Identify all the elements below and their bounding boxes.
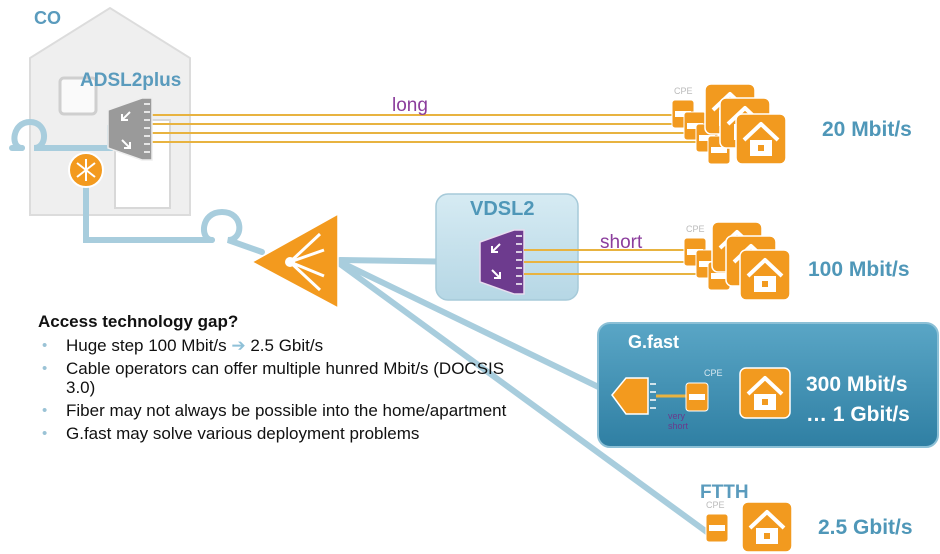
cpe-label: CPE xyxy=(704,368,723,378)
house-icon xyxy=(738,248,792,302)
house-icon xyxy=(738,366,792,420)
notes-title: Access technology gap? xyxy=(38,312,239,331)
very-short-label: very short xyxy=(668,411,688,431)
adsl2plus-label: ADSL2plus xyxy=(80,70,182,91)
long-label: long xyxy=(392,95,428,116)
vdsl-speed: 100 Mbit/s xyxy=(808,258,910,281)
adsl-speed: 20 Mbit/s xyxy=(822,118,912,141)
short-label: short xyxy=(600,232,643,253)
house-icon xyxy=(740,500,794,554)
cpe-label: CPE xyxy=(674,86,693,96)
ftth-label: FTTH xyxy=(700,482,749,503)
co-label: CO xyxy=(34,8,61,28)
adsl-copper-lines xyxy=(150,114,736,143)
house-icon xyxy=(734,112,788,166)
gfast-speed-line1: 300 Mbit/s xyxy=(806,373,908,396)
cpe-label: CPE xyxy=(706,500,725,510)
ftth-speed: 2.5 Gbit/s xyxy=(818,516,913,539)
list-item: Cable operators can offer multiple hunre… xyxy=(38,359,508,397)
list-item: G.fast may solve various deployment prob… xyxy=(38,424,508,443)
cpe-label: CPE xyxy=(686,224,705,234)
access-gap-notes: Access technology gap? Huge step 100 Mbi… xyxy=(38,312,508,447)
adsl-dslam-icon xyxy=(107,97,153,161)
list-item-text: 2.5 Gbit/s xyxy=(245,336,324,355)
notes-list: Huge step 100 Mbit/s ➔ 2.5 Gbit/s Cable … xyxy=(38,336,508,443)
list-item: Huge step 100 Mbit/s ➔ 2.5 Gbit/s xyxy=(38,336,508,355)
gfast-label: G.fast xyxy=(628,332,680,352)
arrow-right-icon: ➔ xyxy=(231,336,246,355)
list-item: Fiber may not always be possible into th… xyxy=(38,401,508,420)
list-item-text: Huge step 100 Mbit/s xyxy=(66,336,232,355)
adsl-house-group xyxy=(671,82,788,166)
vdsl2-label: VDSL2 xyxy=(470,198,535,220)
gfast-speed-line2: … 1 Gbit/s xyxy=(806,403,910,426)
street-splitter-icon xyxy=(250,212,339,310)
splitter-icon xyxy=(68,152,104,188)
very-short-label-line1: very xyxy=(668,411,686,421)
gfast-box xyxy=(597,322,939,448)
very-short-label-line2: short xyxy=(668,421,689,431)
vdsl-copper-lines xyxy=(524,249,724,275)
